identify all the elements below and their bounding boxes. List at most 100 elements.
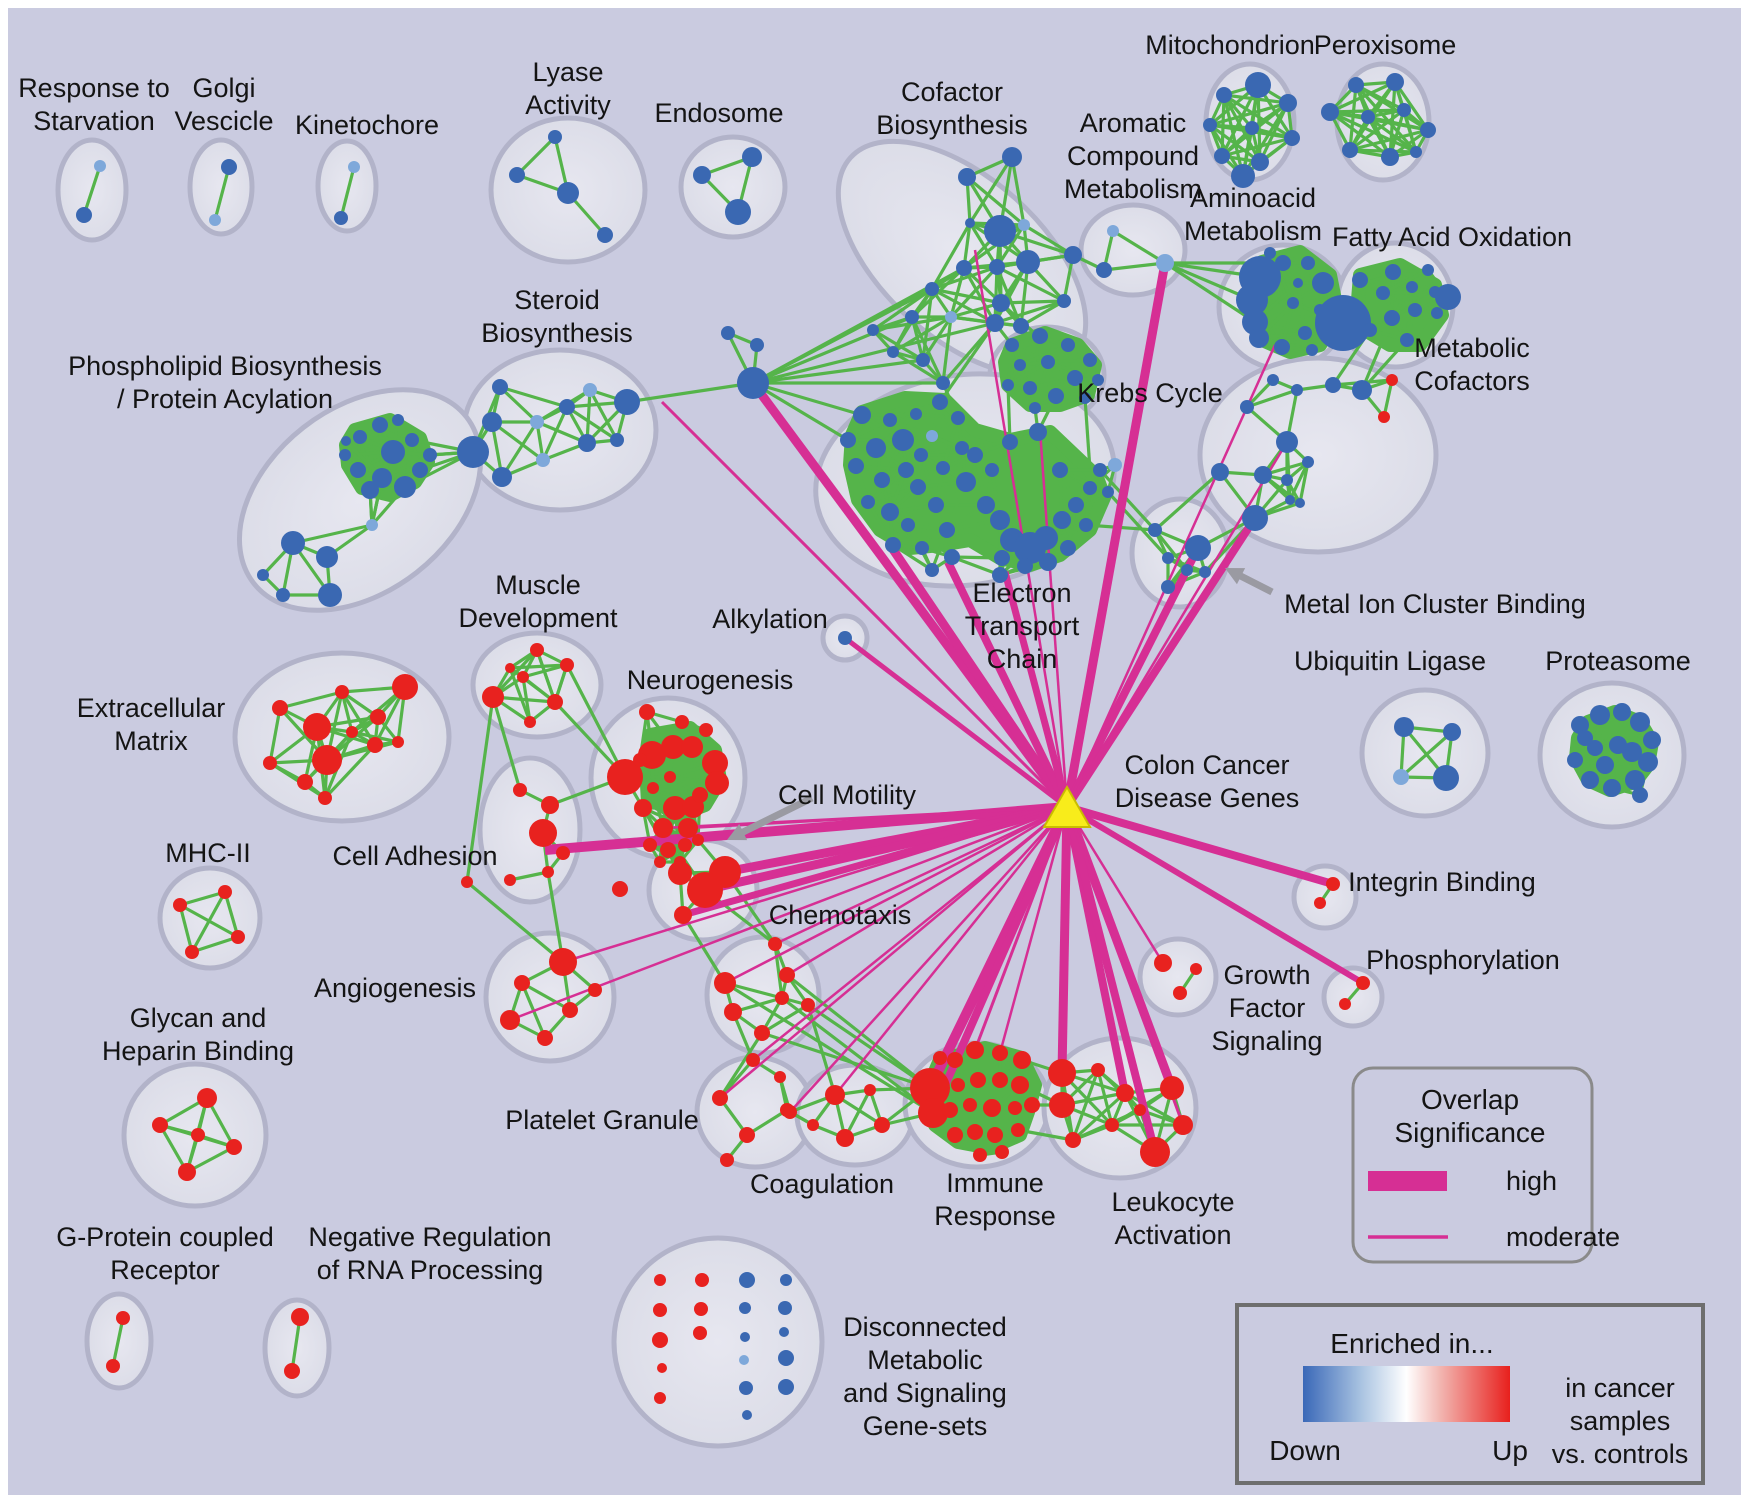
edge-metabolic-cofactors (1246, 388, 1298, 409)
node-electron-transport-chain (901, 518, 915, 532)
edge-peroxisome (1393, 81, 1430, 131)
node-integrin-binding (1314, 897, 1326, 909)
node-disconnected-gene-sets (740, 1332, 750, 1342)
node-disconnected-gene-sets (778, 1350, 794, 1366)
node-g-protein-coupled-receptor (116, 1311, 130, 1325)
edge-overlap-significance (1065, 804, 1365, 986)
node-cofactor-biosynthesis (958, 168, 976, 186)
edge-aromatic-compound-metabolism (1112, 229, 1166, 265)
cluster-bubble-kinetochore (315, 138, 379, 234)
node-neurogenesis (653, 818, 673, 838)
node-cofactor-biosynthesis (1018, 219, 1030, 231)
edge-overlap-significance (1065, 441, 1289, 808)
node-metabolic-cofactors (1285, 495, 1295, 505)
node-fatty-acid-oxidation (1385, 264, 1401, 280)
node-coagulation (807, 1119, 819, 1131)
edge-glycan-heparin-binding (158, 1124, 189, 1173)
node-disconnected-gene-sets (778, 1379, 794, 1395)
node-cell-adhesion (556, 846, 570, 860)
overlap-significance-legend-box (1351, 1066, 1594, 1264)
node-immune-response (987, 1127, 1003, 1143)
node-disconnected-gene-sets (693, 1326, 707, 1340)
node-metabolic-cofactors (1302, 456, 1314, 468)
edge-cofactor-biosynthesis (921, 288, 934, 361)
node-response-to-starvation (76, 207, 92, 223)
node-electron-transport-chain (1029, 423, 1047, 441)
node-proteasome (1581, 771, 1599, 789)
node-muscle-development (505, 663, 515, 673)
edge-mhc-ii (223, 891, 240, 938)
node-immune-response (966, 1041, 984, 1059)
node-aminoacid-metabolism (1315, 295, 1371, 351)
node-endosome (725, 199, 751, 225)
node-leukocyte-activation (1173, 1115, 1193, 1135)
node-glycan-heparin-binding (197, 1088, 217, 1108)
edge-kinetochore (339, 166, 356, 219)
node-aromatic-compound-metabolism (1096, 262, 1112, 278)
pointer-arrow-1 (736, 794, 814, 838)
node-leukocyte-activation (1160, 1076, 1184, 1100)
node-connector-hub (721, 326, 735, 340)
node-neurogenesis (678, 818, 698, 838)
node-fatty-acid-oxidation (1376, 286, 1390, 300)
node-immune-response (918, 1098, 948, 1128)
node-krebs-cycle (1014, 359, 1026, 371)
edge-peroxisome (1329, 80, 1396, 114)
edge-fatty-acid-oxidation (1382, 268, 1429, 295)
edge-cofactor-biosynthesis (941, 316, 953, 384)
node-metabolic-cofactors (1211, 463, 1229, 481)
node-platelet-granule (774, 1071, 786, 1083)
node-electron-transport-chain (1083, 481, 1097, 495)
edge-inter-cluster (565, 664, 627, 778)
edge-cofactor-biosynthesis (941, 321, 997, 385)
node-chemotaxis (714, 972, 736, 994)
node-fatty-acid-oxidation (1422, 264, 1434, 276)
node-g-protein-coupled-receptor (106, 1359, 120, 1373)
edge-cofactor-biosynthesis (931, 287, 996, 325)
colon-cancer-disease-genes-triangle (1042, 784, 1092, 828)
edge-cofactor-biosynthesis (1023, 223, 1074, 257)
edge-electron-transport-chain (942, 466, 993, 472)
cluster-label-mhc-ii: MHC-II (165, 838, 250, 868)
node-aminoacid-metabolism (1298, 326, 1312, 340)
node-peroxisome (1361, 110, 1375, 124)
node-electron-transport-chain (915, 541, 929, 555)
edge-overlap-significance (1063, 546, 1202, 809)
edge-g-protein-coupled-receptor (111, 1317, 125, 1367)
node-ubiquitin-ligase (1394, 717, 1414, 737)
node-aminoacid-metabolism (1275, 255, 1291, 271)
edge-electron-transport-chain (916, 435, 934, 488)
cluster-label-cell-motility: Cell Motility (778, 780, 917, 810)
node-response-to-starvation (94, 160, 106, 172)
edge-overlap-significance (1063, 806, 1159, 1153)
edge-krebs-cycle (1066, 343, 1100, 382)
node-disconnected-gene-sets (739, 1272, 755, 1288)
node-cofactor-biosynthesis (1057, 294, 1071, 308)
cluster-label-platelet-granule: Platelet Granule (505, 1105, 699, 1135)
edge-overlap-significance (886, 542, 1071, 810)
node-disconnected-gene-sets (695, 1273, 709, 1287)
node-cofactor-biosynthesis (916, 353, 930, 367)
node-cofactor-biosynthesis (984, 215, 1016, 247)
node-cofactor-biosynthesis (936, 376, 950, 390)
edge-krebs-cycle (1047, 358, 1091, 364)
node-proteasome (1613, 703, 1631, 721)
node-steroid-biosynthesis (492, 379, 508, 395)
node-leukocyte-activation (1048, 1059, 1076, 1087)
edge-metabolic-cofactors (1288, 461, 1310, 501)
node-mitochondrion (1284, 130, 1300, 146)
node-muscle-development (530, 643, 544, 657)
node-electron-transport-chain (944, 549, 960, 565)
high-significance-label: high (1506, 1166, 1557, 1196)
node-aminoacid-metabolism (1301, 256, 1315, 270)
node-immune-response (1011, 1123, 1025, 1137)
node-mitochondrion (1203, 118, 1217, 132)
node-steroid-biosynthesis (610, 433, 624, 447)
node-proteasome (1571, 716, 1589, 734)
node-cell-adhesion (542, 866, 554, 878)
node-neurogenesis (664, 771, 676, 783)
node-coagulation (825, 1085, 845, 1105)
